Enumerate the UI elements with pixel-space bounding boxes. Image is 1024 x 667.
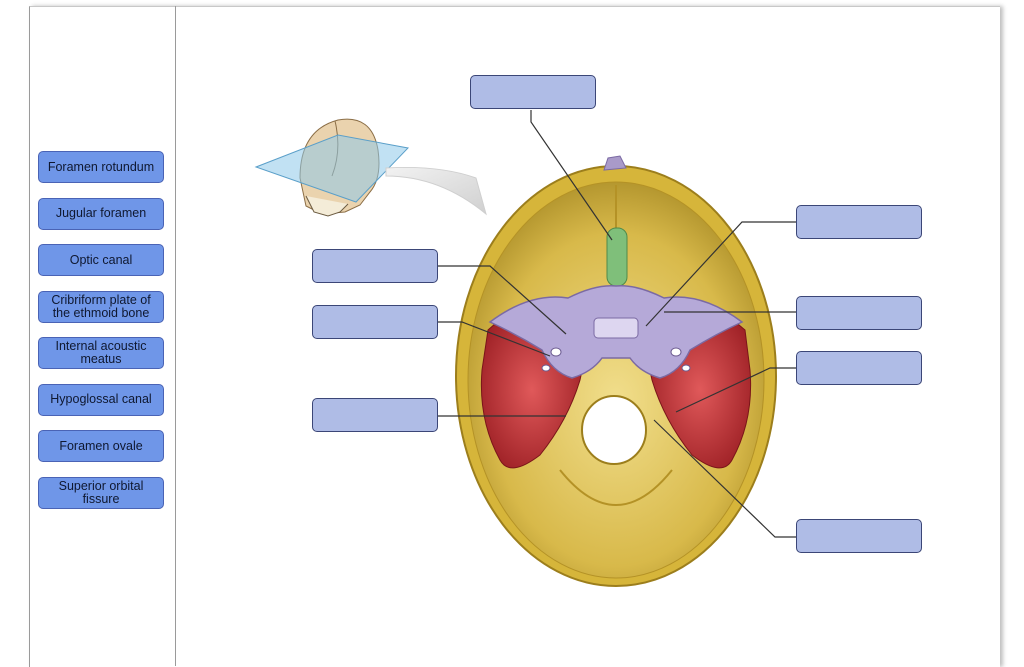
drop-target-4[interactable] xyxy=(796,296,922,330)
drop-target-3[interactable] xyxy=(312,249,438,283)
leader-line-1 xyxy=(530,110,613,241)
label-superior-orbital-fissure[interactable]: Superior orbital fissure xyxy=(38,476,164,509)
leader-line-5 xyxy=(438,321,551,357)
cranial-base xyxy=(455,155,777,587)
drop-target-6[interactable] xyxy=(796,351,922,385)
label-internal-acoustic-meatus[interactable]: Internal acoustic meatus xyxy=(38,337,164,369)
label-cribriform-plate[interactable]: Cribriform plate of the ethmoid bone xyxy=(38,290,164,323)
label-hypoglossal-canal[interactable]: Hypoglossal canal xyxy=(38,383,164,416)
leader-line-2 xyxy=(645,221,796,327)
drop-target-5[interactable] xyxy=(312,305,438,339)
leader-line-3 xyxy=(438,265,567,335)
leader-line-8 xyxy=(653,419,796,538)
label-jugular-foramen[interactable]: Jugular foramen xyxy=(38,197,164,230)
leader-lines xyxy=(438,110,796,538)
panel-divider xyxy=(175,6,176,666)
label-foramen-ovale[interactable]: Foramen ovale xyxy=(38,430,164,462)
skull-orientation-icon xyxy=(254,118,487,217)
label-foramen-rotundum[interactable]: Foramen rotundum xyxy=(38,151,164,183)
drop-target-7[interactable] xyxy=(312,398,438,432)
cranial-base-illustration xyxy=(254,110,796,587)
label-optic-canal[interactable]: Optic canal xyxy=(38,244,164,276)
leader-line-6 xyxy=(675,367,796,413)
drop-target-8[interactable] xyxy=(796,519,922,553)
label-bank: Foramen rotundum Jugular foramen Optic c… xyxy=(38,151,166,523)
drop-target-1[interactable] xyxy=(470,75,596,109)
drop-target-2[interactable] xyxy=(796,205,922,239)
